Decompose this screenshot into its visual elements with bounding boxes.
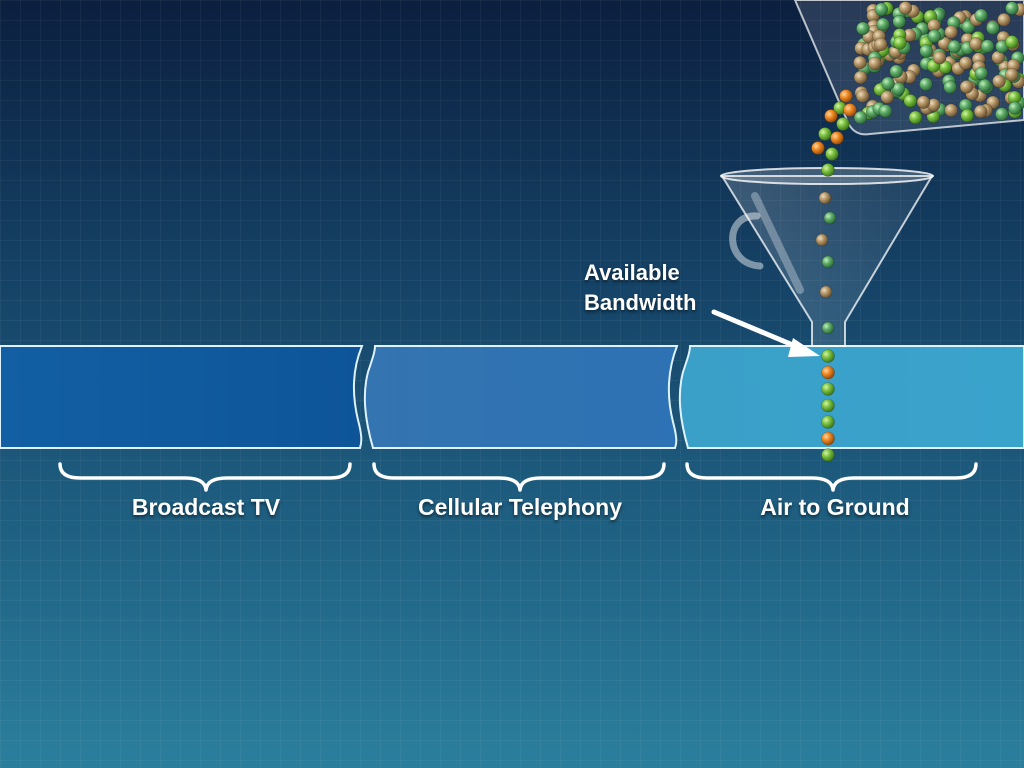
bead <box>873 37 888 52</box>
bead <box>986 21 1000 35</box>
bead <box>880 90 895 104</box>
bead <box>944 103 959 118</box>
label-air-to-ground: Air to Ground <box>760 494 910 520</box>
bead <box>823 211 837 225</box>
bead <box>856 21 870 36</box>
bead <box>825 147 839 161</box>
annotation-line-1: Available <box>584 260 680 285</box>
braces <box>58 462 978 492</box>
bead <box>898 1 913 15</box>
bead <box>868 56 882 71</box>
bead <box>903 94 918 108</box>
bead <box>830 131 844 145</box>
bead <box>853 55 867 70</box>
segment-broadcast-tv <box>0 345 364 449</box>
bead <box>919 77 933 92</box>
bead <box>919 44 934 58</box>
bead <box>889 64 904 79</box>
bead <box>876 17 890 32</box>
bead <box>855 89 870 103</box>
bead <box>818 127 832 141</box>
bead <box>959 80 974 94</box>
bead <box>821 365 835 380</box>
bead <box>821 349 835 363</box>
bead <box>881 76 895 91</box>
bead <box>978 78 992 93</box>
bead <box>892 14 907 29</box>
beads-icon <box>853 1 1024 125</box>
bead <box>821 382 835 396</box>
available-bandwidth-label: Available Bandwidth <box>584 258 696 318</box>
segment-air-to-ground <box>678 345 1024 449</box>
label-broadcast-tv: Broadcast TV <box>131 494 281 520</box>
bead <box>974 66 989 81</box>
bead <box>893 36 907 50</box>
bead <box>974 8 988 23</box>
bead <box>1008 101 1022 115</box>
bead <box>824 109 838 123</box>
brace-icon <box>58 462 352 492</box>
bead <box>821 448 835 462</box>
bead <box>980 39 995 54</box>
bead <box>992 74 1006 89</box>
bead <box>821 431 835 446</box>
bead <box>1005 1 1019 16</box>
bead <box>1005 67 1019 82</box>
arrow-icon <box>711 309 820 357</box>
bead <box>874 2 889 17</box>
bead <box>818 191 832 205</box>
bead <box>1005 35 1019 49</box>
bead <box>995 107 1009 121</box>
bead <box>853 70 868 85</box>
bead <box>944 25 958 39</box>
bead-stream <box>811 89 857 335</box>
bead <box>839 89 853 103</box>
bead <box>821 163 835 177</box>
annotation-line-2: Bandwidth <box>584 290 697 315</box>
bandwidth-beads <box>821 349 835 462</box>
bead <box>927 29 942 43</box>
bead <box>853 110 868 125</box>
bead <box>916 95 931 109</box>
bead <box>819 285 833 299</box>
bead <box>943 80 958 94</box>
bead <box>821 415 835 429</box>
bead <box>891 82 906 96</box>
bead <box>821 398 835 413</box>
bead <box>836 117 850 131</box>
spectrum-band <box>0 345 1024 449</box>
bead <box>821 255 835 269</box>
beaker-icon <box>793 0 1024 136</box>
bead <box>815 233 829 247</box>
label-cellular-telephony: Cellular Telephony <box>417 494 623 520</box>
brace-icon <box>372 462 666 492</box>
bead <box>947 39 962 54</box>
bead <box>969 37 983 51</box>
bead <box>997 12 1011 27</box>
brace-icon <box>685 462 978 492</box>
bead <box>932 50 947 65</box>
bead <box>811 141 825 155</box>
bead <box>958 56 973 70</box>
bead <box>960 108 975 123</box>
bead <box>821 321 835 335</box>
segment-cellular-telephony <box>363 345 679 449</box>
bead <box>973 104 988 119</box>
bead <box>908 110 923 125</box>
bead <box>843 103 857 117</box>
bead <box>878 104 893 118</box>
